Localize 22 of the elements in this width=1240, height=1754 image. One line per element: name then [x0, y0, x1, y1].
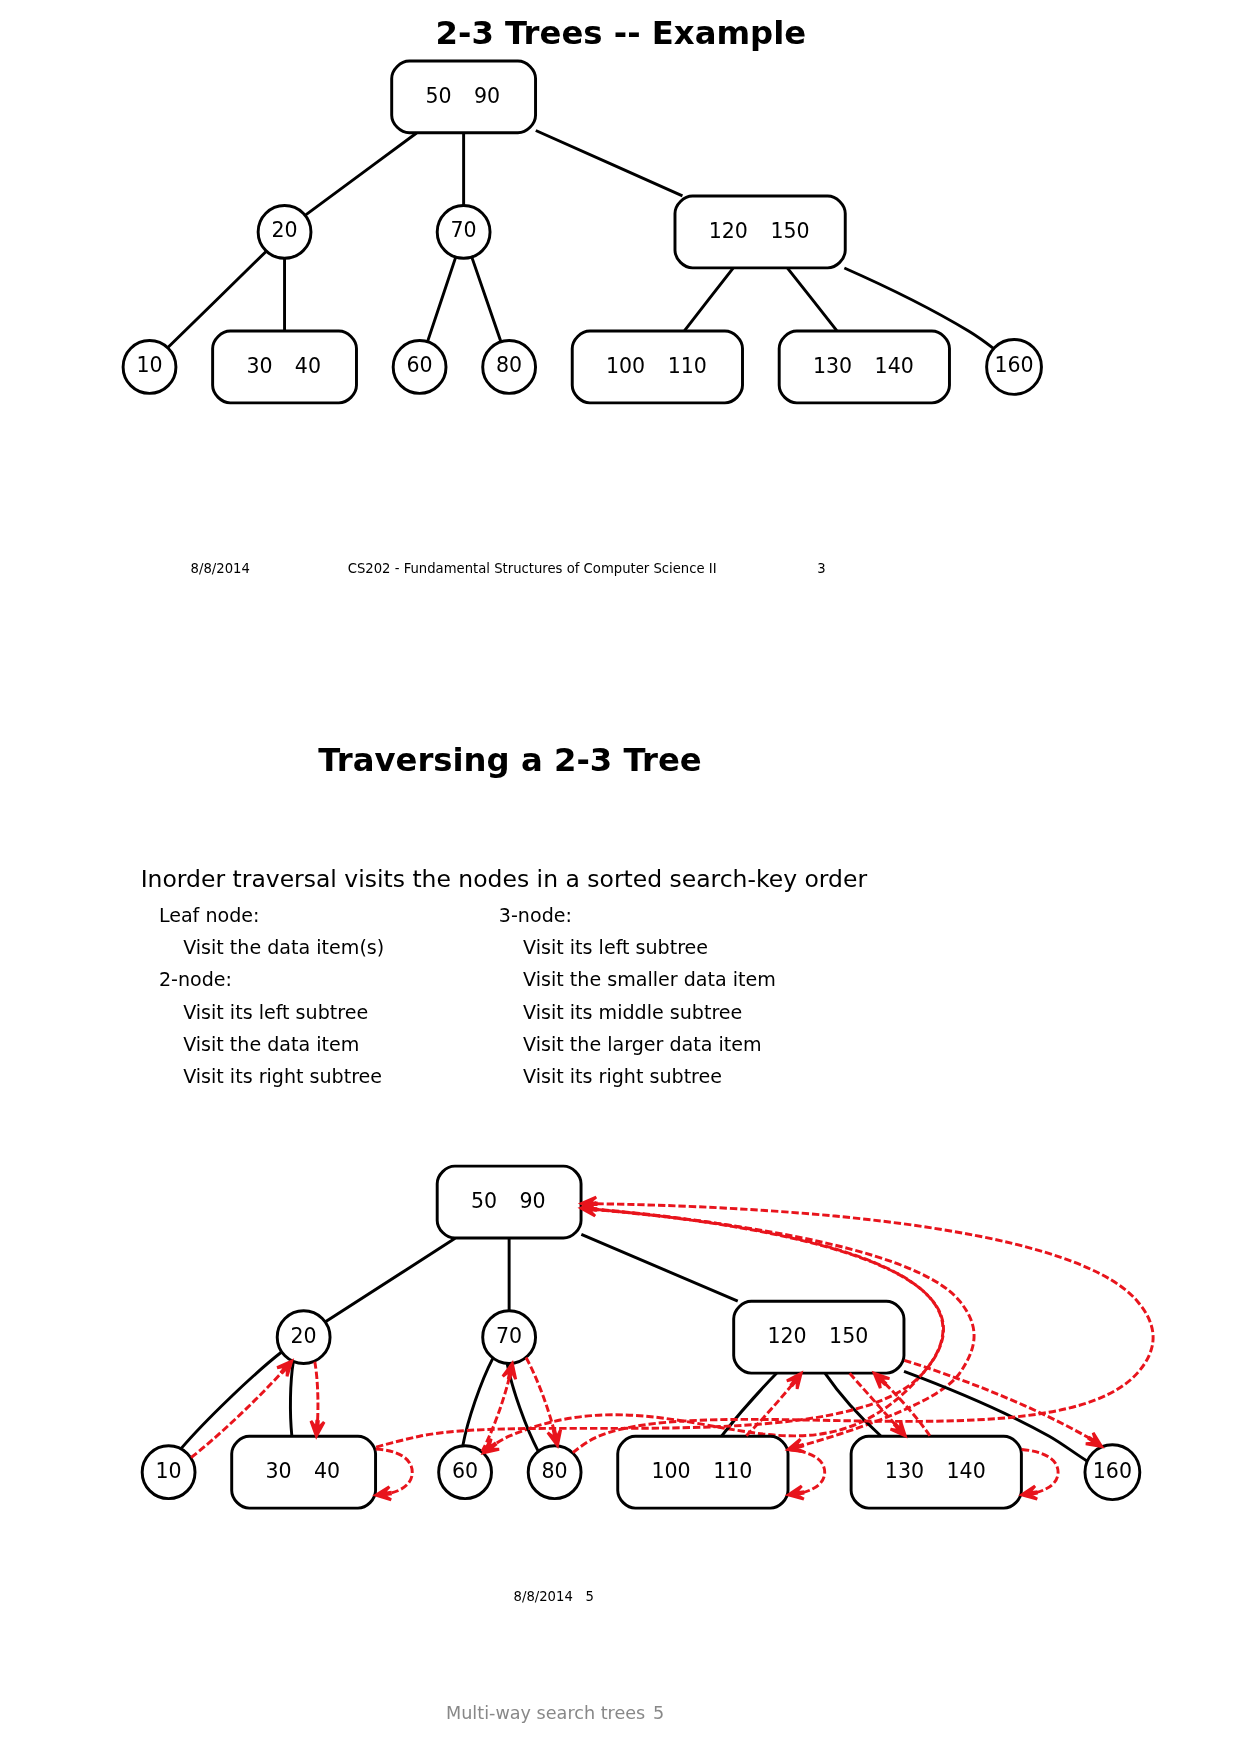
label: Visit its middle subtree — [522, 1000, 742, 1023]
label: Visit its right subtree — [182, 1065, 382, 1088]
label: 3-node: — [498, 903, 572, 926]
label: Multi-way search trees — [445, 1702, 645, 1723]
label: Visit the larger data item — [522, 1032, 762, 1055]
label: Visit the data item(s) — [182, 935, 384, 958]
label: CS202 - Fundamental Structures of Computer Science II — [347, 561, 717, 577]
label: 8/8/2014 — [513, 1588, 573, 1604]
label: 2-node: — [158, 968, 232, 991]
label: Visit the smaller data item — [522, 968, 776, 991]
label: Traversing a 2-3 Tree — [317, 740, 702, 779]
label: 3 — [816, 561, 826, 577]
diagram-title: 2-3 Trees -- Example — [435, 14, 806, 53]
label: Visit the data item — [182, 1032, 359, 1055]
label: Visit its left subtree — [182, 1000, 368, 1023]
label: Inorder traversal visits the nodes in a sorted search-key order — [140, 864, 867, 893]
label: 8/8/2014 — [190, 561, 250, 577]
label: Visit its right subtree — [522, 1065, 722, 1088]
label: Leaf node: — [158, 903, 259, 926]
label: 5 — [584, 1588, 594, 1604]
label: 5 — [652, 1702, 664, 1723]
label: Visit its left subtree — [522, 935, 708, 958]
